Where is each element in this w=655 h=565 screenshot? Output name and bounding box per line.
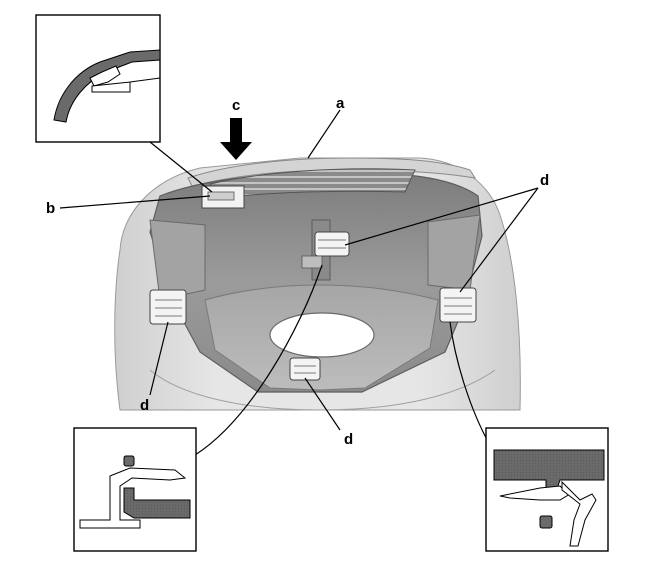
label-b: b [46, 200, 55, 217]
arrow-down-icon [220, 118, 252, 160]
label-d-left: d [140, 397, 149, 414]
label-d-top: d [540, 172, 549, 189]
label-d-bottom: d [344, 431, 353, 448]
inset-clip-d-side-detail [485, 427, 609, 552]
label-a: a [336, 95, 345, 112]
clip-d-right [439, 287, 477, 323]
label-c: c [232, 97, 240, 114]
clip-d-center [301, 231, 350, 269]
inset-clip-b-detail [35, 14, 161, 143]
clip-d-bottom [289, 357, 321, 381]
leader-lines [59, 109, 539, 456]
clip-d-left [149, 289, 187, 325]
inset-clip-d-center-detail [73, 427, 197, 552]
